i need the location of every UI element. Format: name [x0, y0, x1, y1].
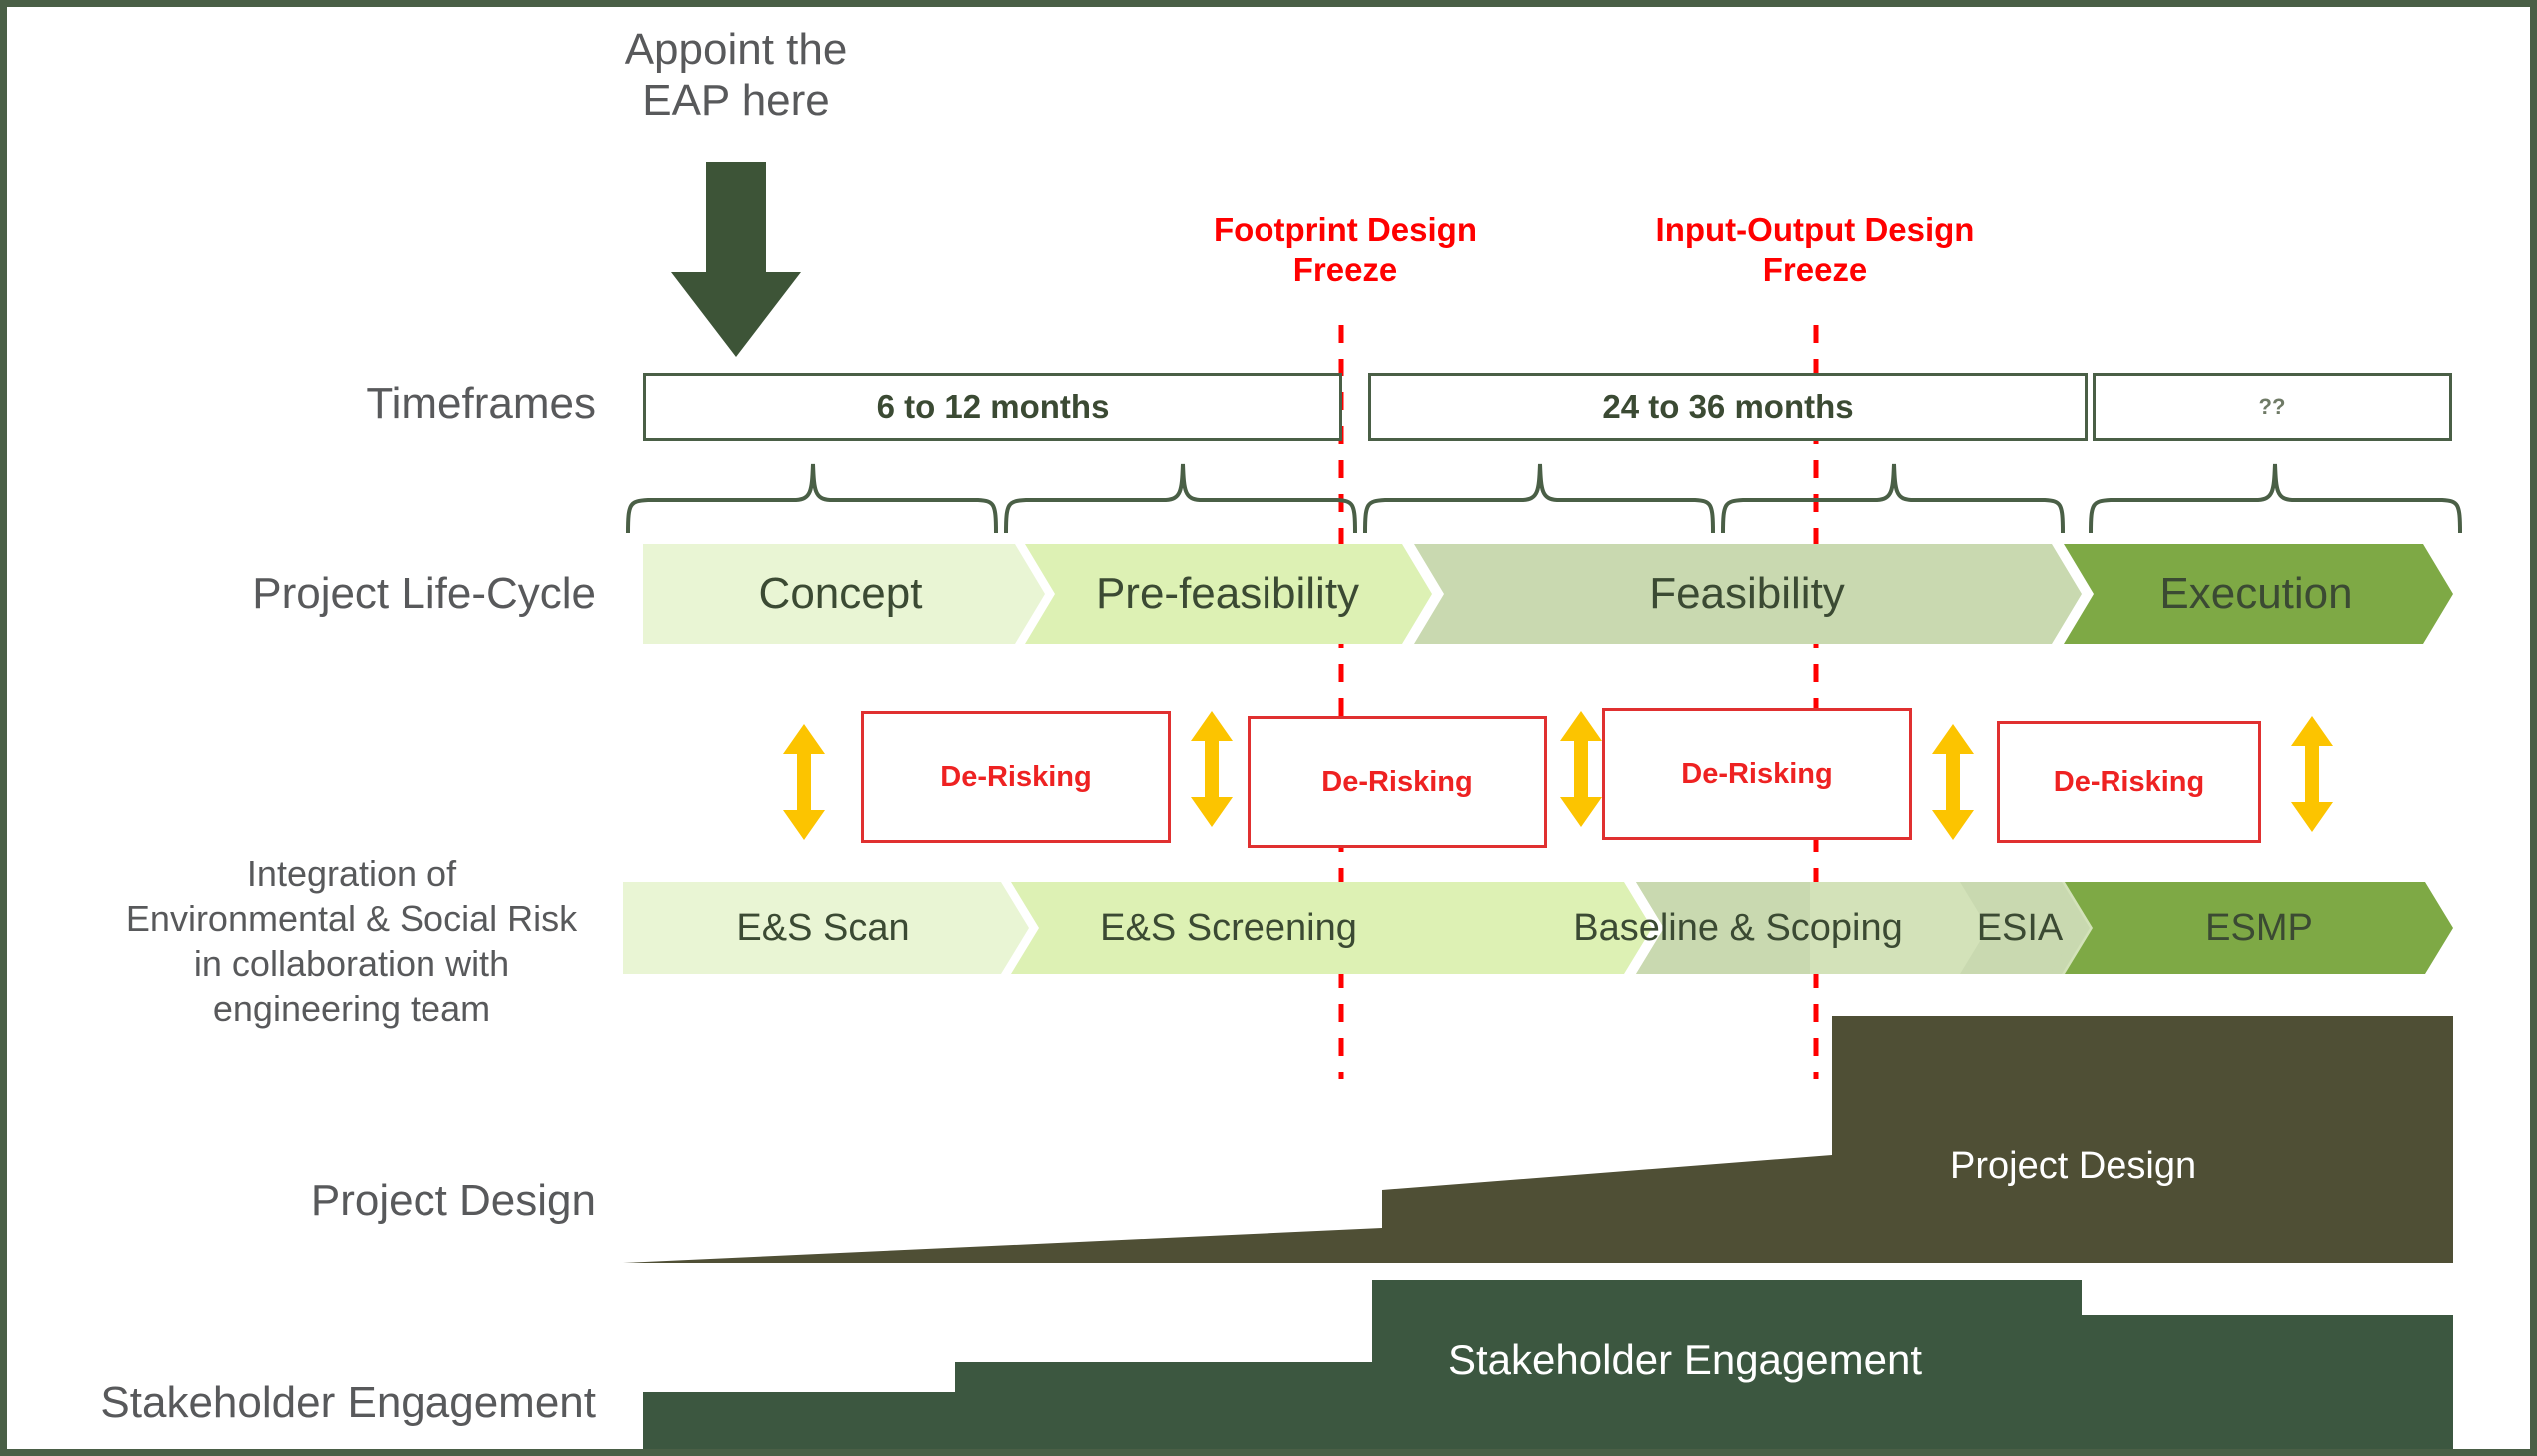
row-label-project-life-cycle: Project Life-Cycle [252, 569, 596, 618]
freeze-label-footprint: Footprint Design Freeze [1214, 211, 1477, 288]
freeze-label-input-output: Input-Output Design Freeze [1655, 211, 1975, 288]
row-label-timeframes: Timeframes [366, 379, 596, 428]
es-phase-scan-label: E&S Scan [736, 906, 910, 949]
project-design-wedge [623, 1016, 2453, 1263]
life-cycle-chevrons [643, 544, 2453, 644]
life-cycle-phase-concept-label: Concept [758, 569, 923, 618]
es-phase-baseline-scoping-label: Baseline & Scoping [1573, 906, 1903, 949]
timeframe-box-3: ?? [2093, 373, 2452, 441]
life-cycle-phase-execution-label: Execution [2159, 569, 2353, 618]
life-cycle-phase-feasibility-label: Feasibility [1649, 569, 1845, 618]
row-label-project-design: Project Design [310, 1176, 596, 1225]
es-phase-screening: E&S Screening [1019, 882, 1438, 974]
timeframe-box-1: 6 to 12 months [643, 373, 1342, 441]
es-phase-esmp-label: ESMP [2205, 906, 2313, 949]
es-phase-scan: E&S Scan [623, 882, 1023, 974]
stakeholder-engagement-stair-label: Stakeholder Engagement [1448, 1336, 1922, 1383]
es-chevron-esia-fill [1810, 882, 1988, 974]
life-cycle-phase-concept: Concept [643, 544, 1038, 644]
life-cycle-phase-feasibility: Feasibility [1417, 544, 2077, 644]
life-cycle-phase-pre-feasibility: Pre-feasibility [1028, 544, 1427, 644]
timeframe-box-3-label: ?? [2258, 394, 2286, 419]
phase-braces [626, 463, 2462, 534]
derisk-arrow-1 [783, 724, 825, 840]
es-chevron-esmp-fill [2065, 882, 2452, 974]
de-risking-box-4-label: De-Risking [2053, 765, 2205, 798]
row-label-es-integration: Integration of Environmental & Social Ri… [125, 853, 578, 1029]
de-risking-box-4: De-Risking [1997, 721, 2261, 843]
de-risking-box-1-label: De-Risking [940, 760, 1092, 793]
de-risking-box-1: De-Risking [861, 711, 1171, 843]
project-design-wedge-label: Project Design [1950, 1145, 2197, 1187]
de-risking-box-2-label: De-Risking [1321, 765, 1473, 798]
row-label-stakeholder-engagement: Stakeholder Engagement [100, 1378, 596, 1427]
es-phase-baseline-scoping: Baseline & Scoping [1403, 882, 2073, 974]
stakeholder-engagement-stairs [643, 1280, 2453, 1449]
derisk-arrow-5 [2291, 716, 2333, 832]
appoint-eap-callout-text: Appoint the EAP here [624, 25, 848, 125]
down-arrow-icon [671, 162, 801, 357]
derisk-arrow-2 [1191, 711, 1233, 827]
life-cycle-phase-execution: Execution [2067, 544, 2446, 644]
es-phase-esia: ESIA [1825, 882, 2214, 974]
de-risking-box-2: De-Risking [1248, 716, 1547, 848]
de-risking-box-3-label: De-Risking [1681, 757, 1833, 790]
es-phase-screening-label: E&S Screening [1100, 906, 1357, 949]
life-cycle-phase-pre-feasibility-label: Pre-feasibility [1095, 569, 1360, 618]
timeframe-box-2-label: 24 to 36 months [1602, 388, 1854, 425]
timeframe-box-1-label: 6 to 12 months [876, 388, 1110, 425]
derisk-arrow-4 [1932, 724, 1974, 840]
de-risking-box-3: De-Risking [1602, 708, 1912, 840]
es-phase-esmp: ESMP [2085, 882, 2434, 974]
timeframe-box-2: 24 to 36 months [1368, 373, 2088, 441]
es-phase-esia-label: ESIA [1976, 906, 2064, 949]
derisk-arrow-3 [1560, 711, 1602, 827]
